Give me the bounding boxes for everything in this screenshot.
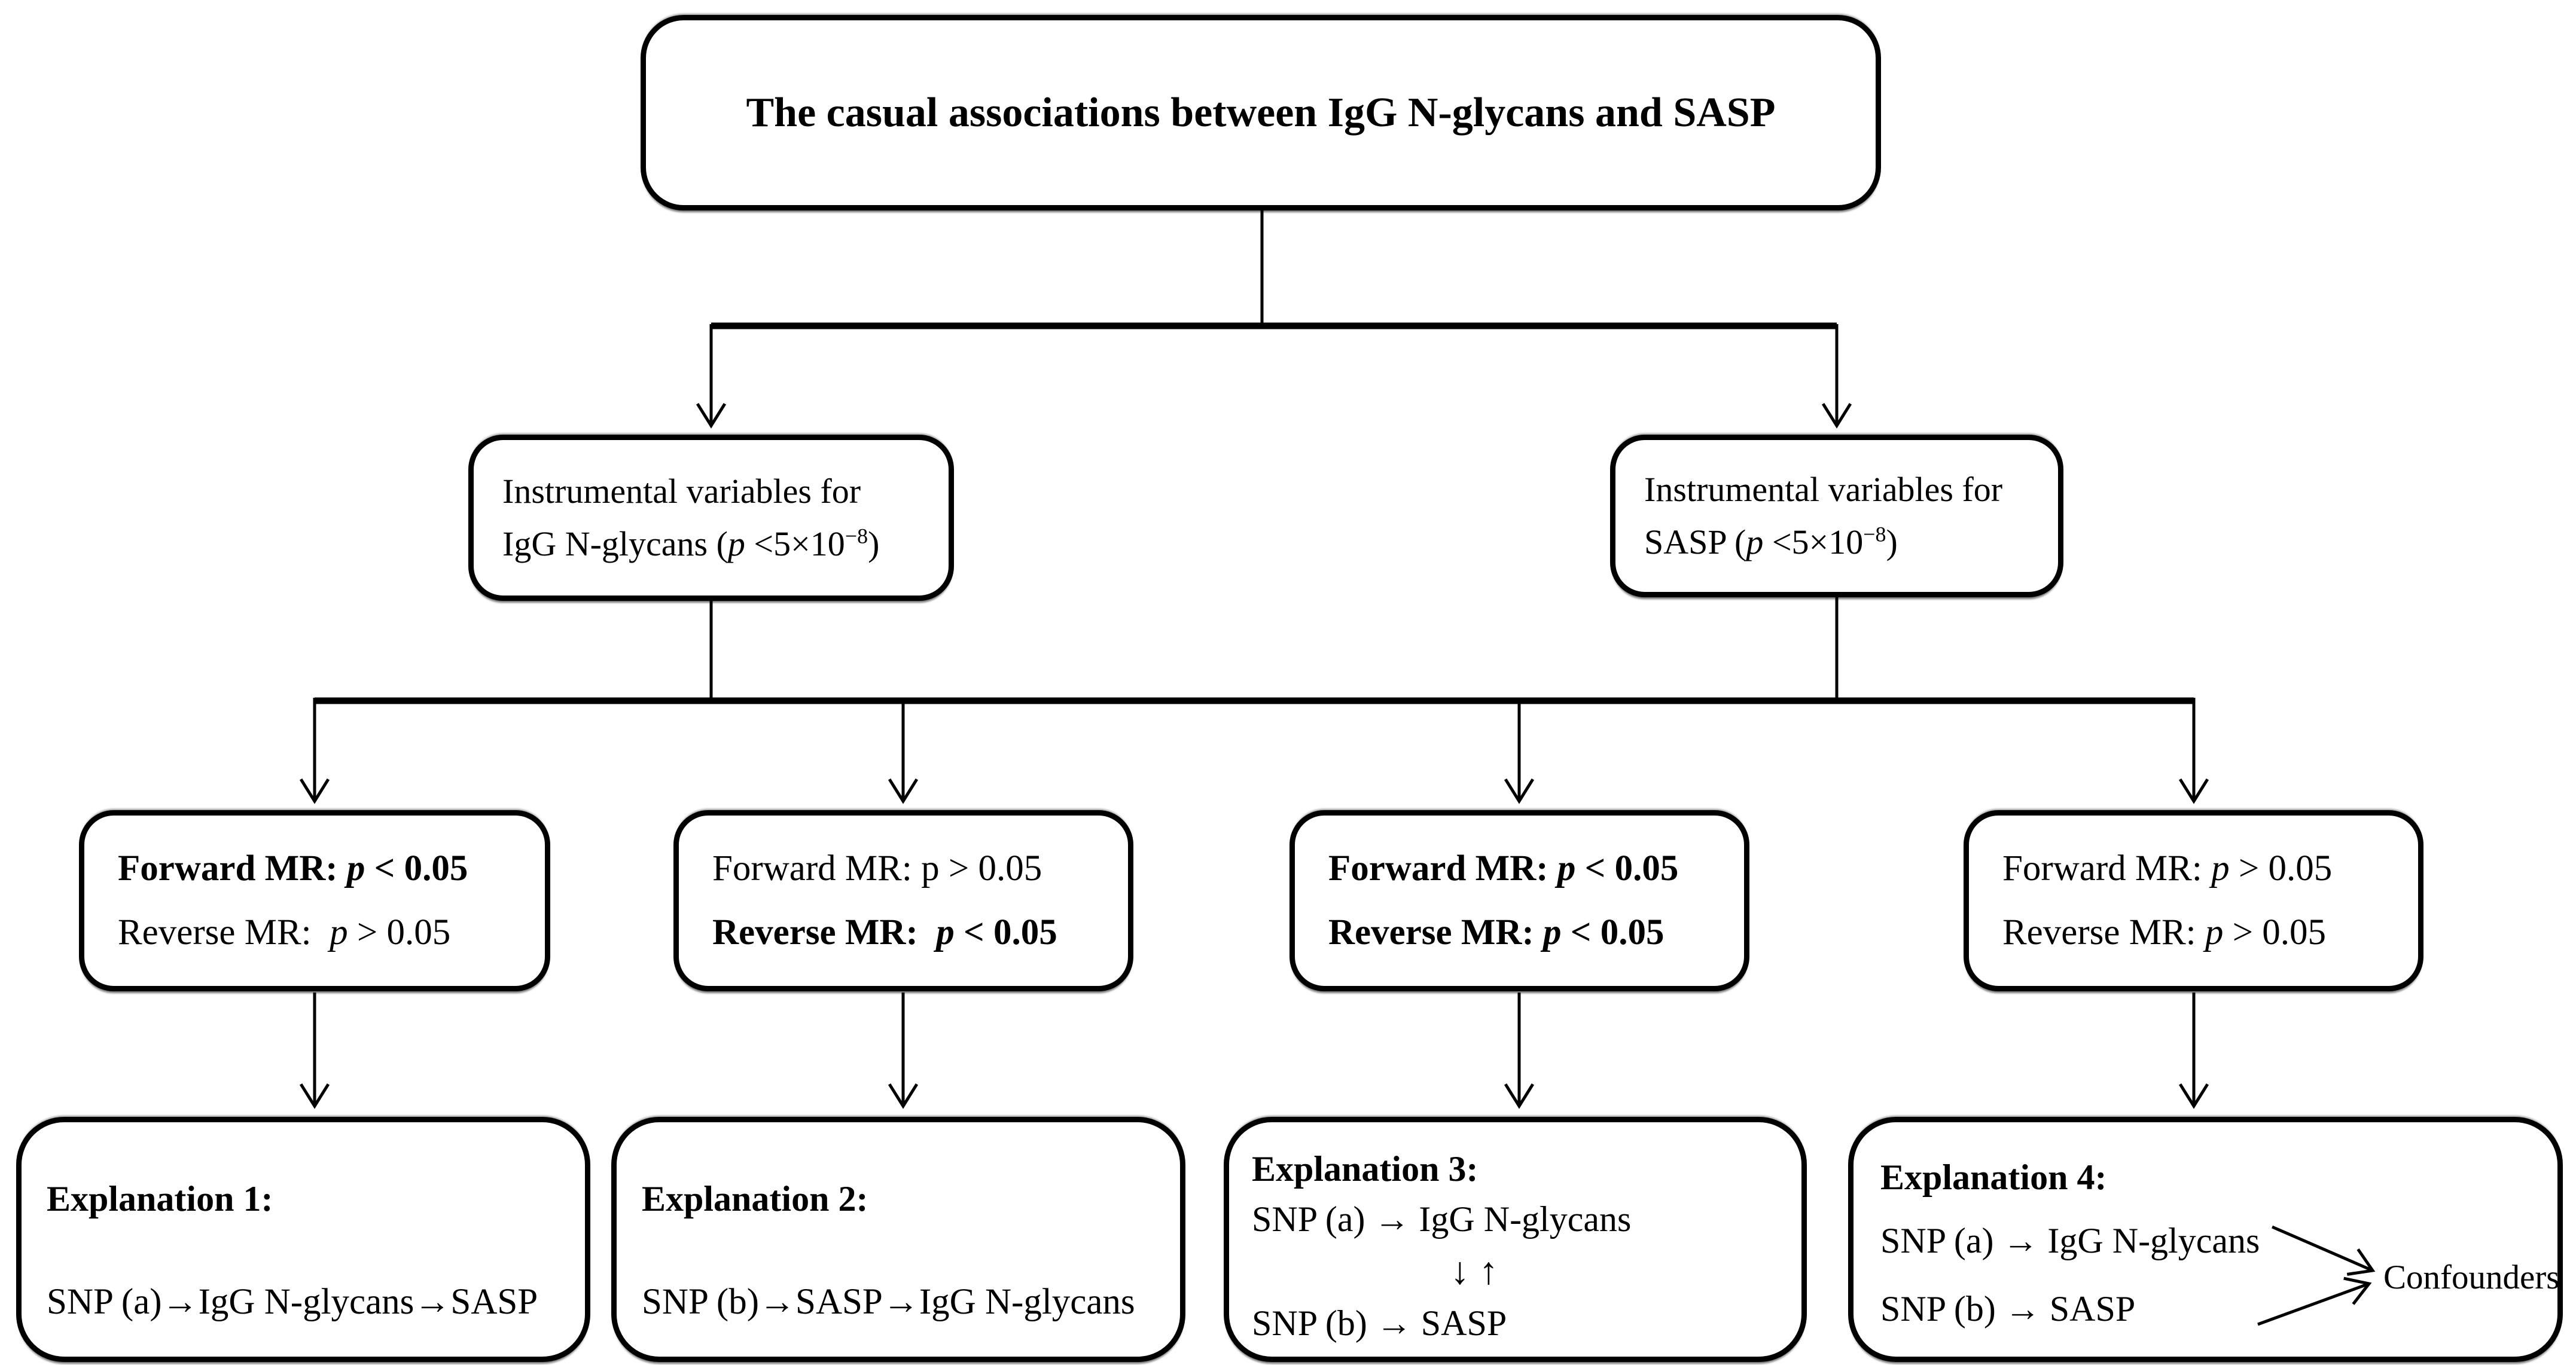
mr4-reverse-value: > 0.05 <box>2223 912 2326 952</box>
arrow-nglycans-to-confounders <box>2272 1225 2376 1276</box>
mr2-reverse-line: Reverse MR: p < 0.05 <box>712 912 1128 954</box>
mr4-forward-value: > 0.05 <box>2229 848 2333 889</box>
explanation-4-line2: SNP (b) → SASP <box>1880 1287 2557 1330</box>
mr1-reverse-label: Reverse MR: <box>118 912 330 952</box>
mr3-forward-line: Forward MR: p < 0.05 <box>1328 848 1744 890</box>
mr1-forward-value: < 0.05 <box>365 848 468 889</box>
mr4-forward-line: Forward MR: p > 0.05 <box>2002 848 2418 890</box>
mr4-forward-p-symbol: p <box>2211 848 2230 889</box>
explanation-3-line2: SNP (b) → SASP <box>1252 1298 1779 1348</box>
iv-igg-nglycans-box: Instrumental variables for IgG N-glycans… <box>468 435 954 601</box>
explanation-3-line2-text: SNP (b) → SASP <box>1252 1303 1507 1343</box>
mr-result-box-1: Forward MR: p < 0.05 Reverse MR: p > 0.0… <box>79 810 550 991</box>
mr3-forward-label: Forward MR: <box>1328 848 1557 889</box>
mr3-reverse-p-symbol: p <box>1543 912 1562 952</box>
iv-right-close-paren: ) <box>1886 523 1898 561</box>
mr1-forward-p-symbol: p <box>346 848 365 889</box>
iv-left-p-symbol: p <box>727 524 745 563</box>
explanation-4-line1: SNP (a) → IgG N-glycans <box>1880 1219 2557 1262</box>
mr-result-box-4: Forward MR: p > 0.05 Reverse MR: p > 0.0… <box>1964 810 2423 991</box>
explanation-3-line1: SNP (a) → IgG N-glycans <box>1252 1194 1779 1244</box>
iv-right-threshold: <5×10 <box>1763 523 1864 561</box>
mr4-reverse-label: Reverse MR: <box>2002 912 2205 952</box>
iv-right-exponent: −8 <box>1863 522 1886 546</box>
iv-left-line2: IgG N-glycans (p <5×10−8) <box>502 523 949 566</box>
explanation-box-3: Explanation 3: SNP (a) → IgG N-glycans ↓… <box>1224 1117 1807 1362</box>
mr2-forward-label: Forward MR: <box>712 848 922 889</box>
arrow-sasp-to-confounders <box>2257 1277 2372 1326</box>
iv-left-exponent: −8 <box>845 524 868 548</box>
mr4-reverse-p-symbol: p <box>2205 912 2224 952</box>
confounders-text: Confounders <box>2383 1259 2560 1296</box>
mr1-reverse-value: > 0.05 <box>347 912 451 952</box>
iv-right-p-symbol: p <box>1746 523 1764 561</box>
mr2-reverse-value: < 0.05 <box>954 912 1057 952</box>
mr1-forward-label: Forward MR: <box>118 848 347 889</box>
iv-left-line1-text: Instrumental variables for <box>502 471 861 511</box>
mr3-reverse-line: Reverse MR: p < 0.05 <box>1328 912 1744 954</box>
mr1-reverse-p-symbol: p <box>330 912 348 952</box>
iv-sasp-box: Instrumental variables for SASP (p <5×10… <box>1610 435 2063 597</box>
explanation-4-line1-text: SNP (a) → IgG N-glycans <box>1880 1221 2260 1260</box>
title-text: The casual associations between IgG N-gl… <box>746 89 1776 136</box>
mr-result-box-2: Forward MR: p > 0.05 Reverse MR: p < 0.0… <box>673 810 1133 991</box>
mr2-forward-p-symbol: p <box>921 848 940 889</box>
explanation-2-formula-text: SNP (b)→SASP→IgG N-glycans <box>642 1282 1135 1322</box>
mr1-forward-line: Forward MR: p < 0.05 <box>118 848 545 890</box>
confounders-label: Confounders <box>2383 1257 2559 1298</box>
mr2-forward-value: > 0.05 <box>939 848 1042 889</box>
iv-right-line1-text: Instrumental variables for <box>1644 469 2003 509</box>
explanation-box-2: Explanation 2: SNP (b)→SASP→IgG N-glycan… <box>611 1117 1185 1362</box>
mr2-reverse-label: Reverse MR: <box>712 912 937 952</box>
explanation-3-line1-text: SNP (a) → IgG N-glycans <box>1252 1199 1632 1239</box>
iv-left-line1: Instrumental variables for <box>502 470 949 514</box>
mr2-forward-line: Forward MR: p > 0.05 <box>712 848 1128 890</box>
mr3-forward-p-symbol: p <box>1557 848 1576 889</box>
iv-right-line2-pre: SASP ( <box>1644 523 1746 561</box>
iv-right-line1: Instrumental variables for <box>1644 468 2058 512</box>
iv-left-close-paren: ) <box>868 524 880 563</box>
explanation-1-formula-text: SNP (a)→IgG N-glycans→SASP <box>47 1282 538 1322</box>
explanation-2-formula: SNP (b)→SASP→IgG N-glycans <box>642 1280 1155 1324</box>
confounder-arrows-layer <box>2257 1225 2376 1326</box>
explanation-3-heading-text: Explanation 3: <box>1252 1149 1478 1189</box>
explanation-4-heading: Explanation 4: <box>1880 1156 2557 1199</box>
mr2-reverse-p-symbol: p <box>936 912 955 952</box>
explanation-box-4: Explanation 4: SNP (a) → IgG N-glycans S… <box>1848 1117 2563 1362</box>
explanation-2-heading-text: Explanation 2: <box>642 1179 868 1219</box>
mr3-reverse-label: Reverse MR: <box>1328 912 1544 952</box>
mr4-forward-label: Forward MR: <box>2002 848 2212 889</box>
explanation-4-line2-text: SNP (b) → SASP <box>1880 1289 2136 1329</box>
title-box: The casual associations between IgG N-gl… <box>641 15 1881 210</box>
iv-left-threshold: <5×10 <box>745 524 845 563</box>
mr3-forward-value: < 0.05 <box>1575 848 1679 889</box>
iv-right-line2: SASP (p <5×10−8) <box>1644 521 2058 564</box>
explanation-3-heading: Explanation 3: <box>1252 1144 1779 1194</box>
mr-result-box-3: Forward MR: p < 0.05 Reverse MR: p < 0.0… <box>1289 810 1749 991</box>
explanation-box-1: Explanation 1: SNP (a)→IgG N-glycans→SAS… <box>16 1117 590 1362</box>
explanation-2-heading: Explanation 2: <box>642 1177 1155 1220</box>
explanation-1-heading: Explanation 1: <box>47 1177 560 1220</box>
explanation-1-heading-text: Explanation 1: <box>47 1179 273 1219</box>
explanation-1-formula: SNP (a)→IgG N-glycans→SASP <box>47 1280 560 1324</box>
mr4-reverse-line: Reverse MR: p > 0.05 <box>2002 912 2418 954</box>
iv-left-line2-pre: IgG N-glycans ( <box>502 524 728 563</box>
down-up-arrows-glyphs: ↓ ↑ <box>1450 1250 1498 1292</box>
down-up-arrows-icon: ↓ ↑ <box>1252 1244 1779 1298</box>
mr3-reverse-value: < 0.05 <box>1561 912 1665 952</box>
mr1-reverse-line: Reverse MR: p > 0.05 <box>118 912 545 954</box>
explanation-4-heading-text: Explanation 4: <box>1880 1158 2107 1197</box>
